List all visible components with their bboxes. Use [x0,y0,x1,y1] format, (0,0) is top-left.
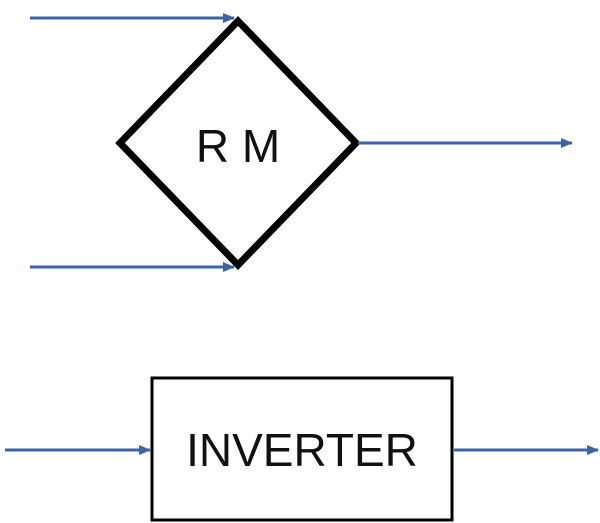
rm-block: R M [115,15,361,271]
inverter-block: INVERTER [150,376,454,522]
rm-diamond-shape [115,15,361,271]
inverter-label: INVERTER [186,424,418,476]
inverter-box-shape [150,376,454,522]
rm-label: R M [196,120,280,172]
